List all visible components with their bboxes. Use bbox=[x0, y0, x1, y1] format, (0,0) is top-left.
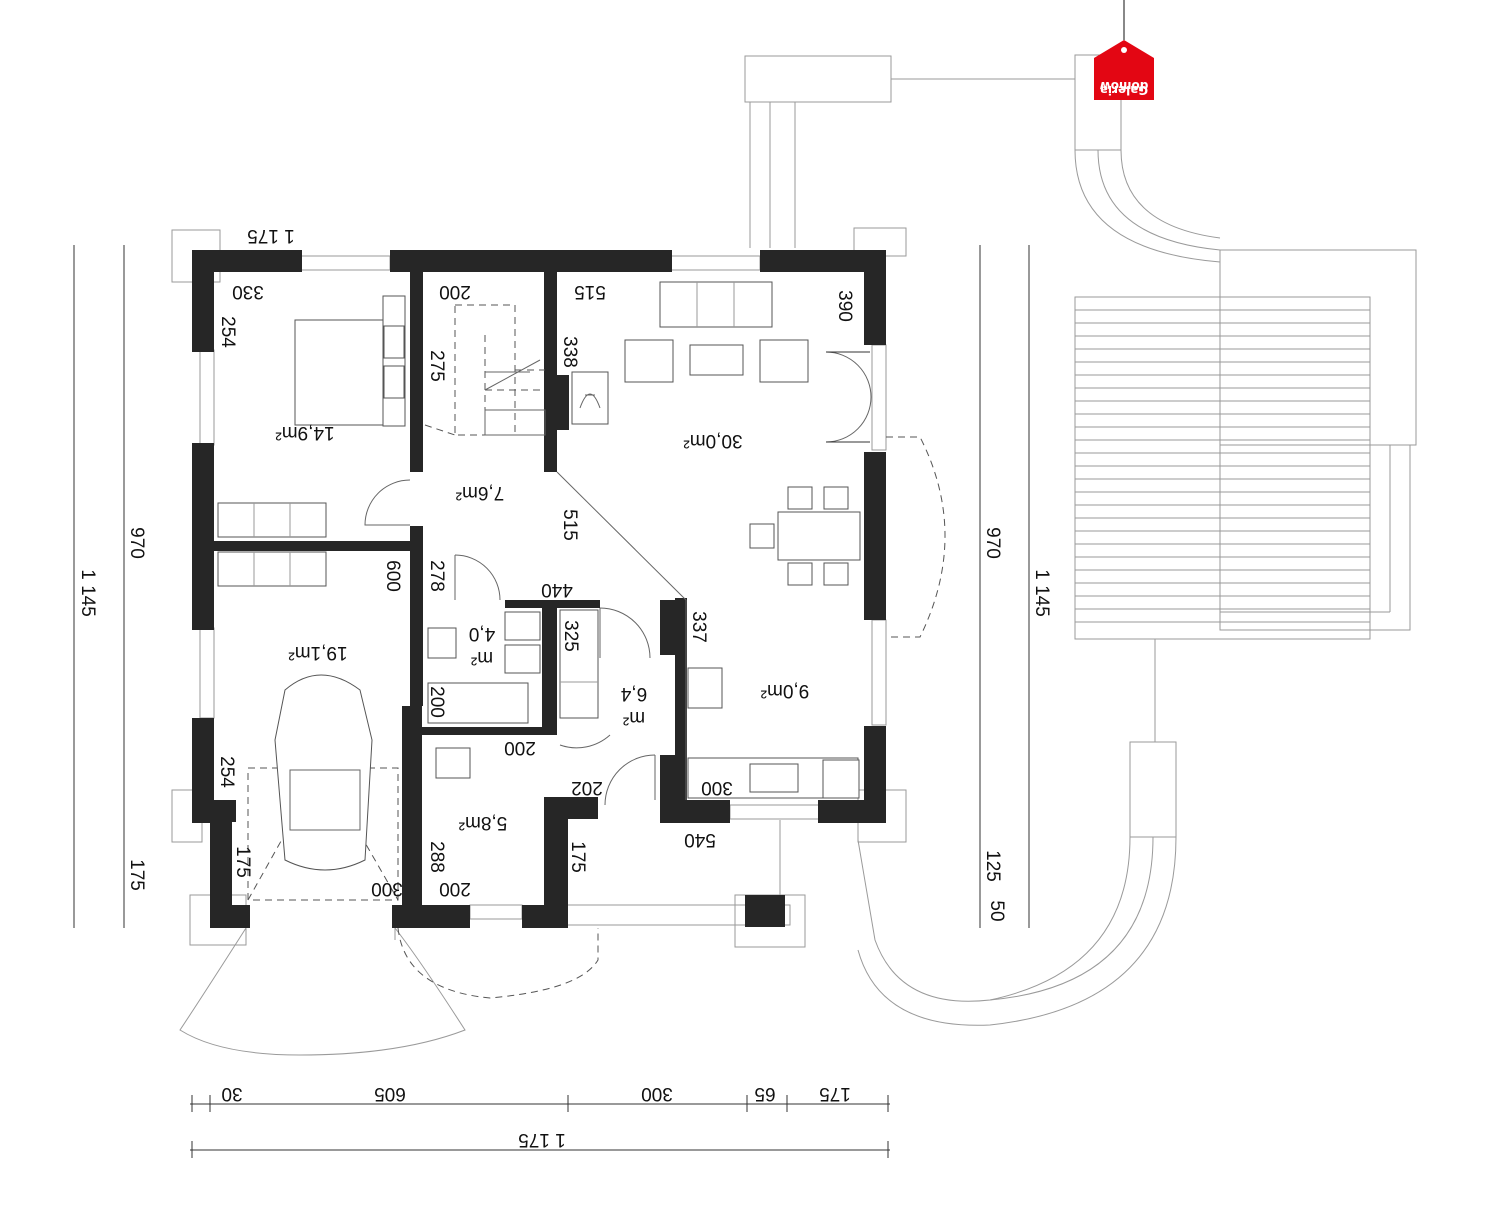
dim-living-515: 515 bbox=[574, 281, 606, 302]
dim-top: 1 175 bbox=[247, 225, 295, 246]
dim-bottom-30: 30 bbox=[221, 1083, 242, 1104]
dim-garage-600: 600 bbox=[382, 560, 403, 592]
room-area-living: 30,0m² bbox=[683, 430, 742, 451]
dim-entry-540: 540 bbox=[684, 829, 716, 850]
walls bbox=[192, 250, 886, 928]
dim-kitchen-337: 337 bbox=[688, 611, 709, 643]
dimension-labels: 1 175 330 254 200 275 515 338 390 515 27… bbox=[77, 225, 1052, 1150]
room-area-bedroom: 14,9m² bbox=[275, 422, 334, 443]
dim-hall-200: 200 bbox=[504, 737, 536, 758]
dim-util-288: 288 bbox=[426, 841, 447, 873]
dim-left-175: 175 bbox=[126, 859, 147, 891]
room-area-garage: 19,1m² bbox=[288, 642, 347, 663]
dim-hall-515: 515 bbox=[559, 509, 580, 541]
dim-right-1145: 1 145 bbox=[1031, 569, 1052, 617]
dim-right-970: 970 bbox=[982, 527, 1003, 559]
boiler-icon bbox=[435, 747, 471, 779]
dim-util-200: 200 bbox=[439, 878, 471, 899]
dim-left-1145: 1 145 bbox=[77, 569, 98, 617]
logo-line2: domów bbox=[1100, 79, 1149, 93]
dim-garage-175: 175 bbox=[232, 846, 253, 878]
terrace-boards bbox=[1075, 309, 1370, 623]
dim-hall-202: 202 bbox=[571, 777, 603, 798]
dim-entry-175: 175 bbox=[567, 841, 588, 873]
dim-left-970: 970 bbox=[126, 527, 147, 559]
furniture bbox=[217, 281, 861, 871]
dim-bed-254: 254 bbox=[217, 316, 238, 348]
dim-garage-254: 254 bbox=[216, 756, 237, 788]
dim-living-338: 338 bbox=[559, 336, 580, 368]
pergola-top bbox=[744, 55, 892, 103]
dim-bath-325: 325 bbox=[560, 620, 581, 652]
dimension-lines bbox=[73, 245, 1030, 1158]
dim-bed-330: 330 bbox=[232, 281, 264, 302]
dim-wall-440: 440 bbox=[541, 579, 573, 600]
room-area-kitchen: 9,0m² bbox=[761, 680, 810, 701]
dim-right-50: 50 bbox=[986, 900, 1007, 921]
dim-garage-300: 300 bbox=[371, 878, 403, 899]
dining-table bbox=[777, 511, 861, 561]
dim-living-390: 390 bbox=[834, 290, 855, 322]
dim-stairs-200: 200 bbox=[439, 281, 471, 302]
logo-line1: Galeria bbox=[1100, 83, 1148, 97]
doors bbox=[247, 304, 946, 999]
terrace-deck bbox=[1074, 296, 1371, 640]
dim-bottom-605: 605 bbox=[374, 1083, 406, 1104]
terrace-upper bbox=[1219, 249, 1417, 446]
dim-bottom-65: 65 bbox=[754, 1083, 775, 1104]
car bbox=[274, 674, 373, 871]
room-area-utility: 5,8m² bbox=[459, 812, 508, 833]
galeria-domow-logo: Galeria domów bbox=[1094, 0, 1154, 100]
room-area-bathroom-value: 4,0 bbox=[469, 623, 495, 644]
dim-stairs-275: 275 bbox=[426, 350, 447, 382]
exterior-elements bbox=[171, 54, 1417, 1056]
dim-right-125: 125 bbox=[982, 850, 1003, 882]
dim-bottom-300: 300 bbox=[641, 1083, 673, 1104]
dim-bath-200: 200 bbox=[426, 686, 447, 718]
dim-hall-278: 278 bbox=[426, 560, 447, 592]
dim-bottom-1175: 1 175 bbox=[518, 1129, 566, 1150]
room-area-bathroom-unit: m² bbox=[471, 647, 493, 668]
dim-kitchen-300: 300 bbox=[701, 777, 733, 798]
room-area-hall-unit: m² bbox=[623, 707, 645, 728]
sofa bbox=[659, 281, 773, 328]
room-area-hall-value: 6,4 bbox=[620, 683, 647, 704]
bathtub bbox=[427, 682, 529, 724]
fireplace-icon bbox=[571, 371, 609, 425]
room-labels: 14,9m² 7,6m² 30,0m² 19,1m² 4,0 m² 6,4 m²… bbox=[275, 422, 809, 833]
dim-bottom-175: 175 bbox=[819, 1083, 851, 1104]
room-area-stairs-hall: 7,6m² bbox=[456, 482, 505, 503]
